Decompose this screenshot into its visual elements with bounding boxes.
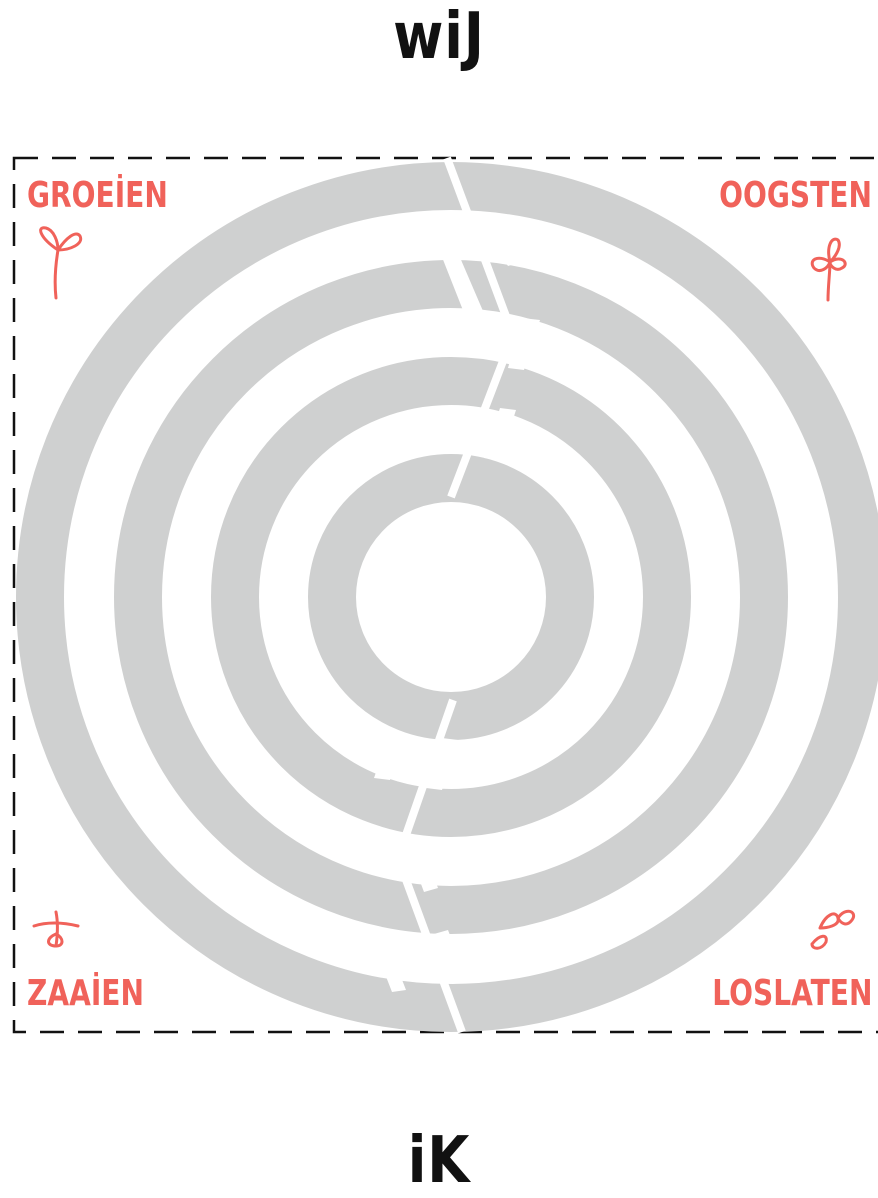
seed-doodle-icon [34,912,78,946]
quadrant-label-bottom-right: LOSLATEN [712,974,872,1014]
falling-petals-doodle-icon [812,911,854,948]
title-top: wiJ [66,0,812,74]
ring-4 [332,478,570,716]
gap-left-2 [374,732,405,780]
quadrant-label-top-right: OOGSTEN [719,176,872,216]
gap-left-3 [352,826,380,858]
quadrant-label-bottom-left: ZAAİEN [27,974,144,1014]
flower-doodle-icon [812,239,845,300]
title-bottom: iK [66,1124,812,1198]
gap-right-3 [484,408,516,460]
quadrant-label-top-left: GROEİEN [27,176,168,216]
sprout-doodle-icon [41,228,81,298]
